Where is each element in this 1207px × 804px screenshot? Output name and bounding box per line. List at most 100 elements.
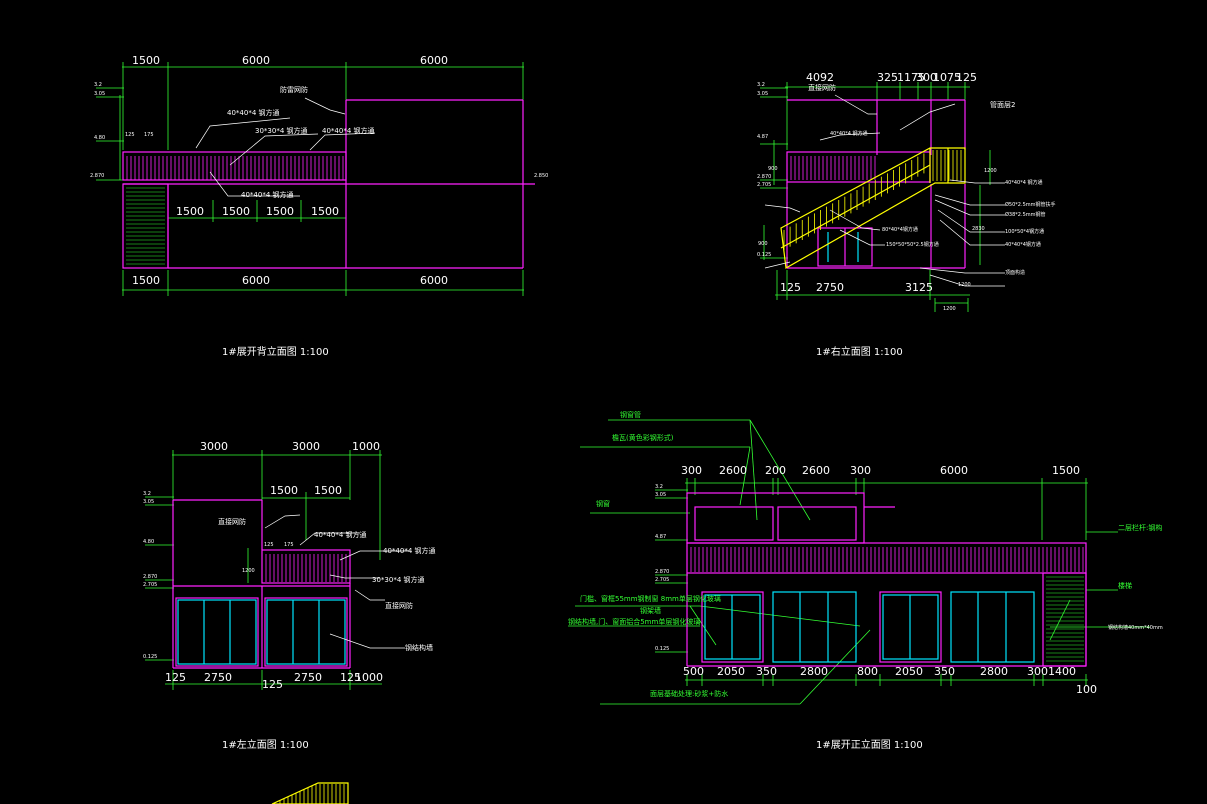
back-label-3: 30*30*4 钢方通 (255, 126, 308, 135)
back-label-1: 防雷网防 (280, 85, 308, 94)
right-label-9: 40*40*4钢方通 (1005, 241, 1041, 248)
back-level-2: 3.05 (94, 91, 105, 97)
fragment-stair-balusters (279, 783, 345, 804)
front-dim-bottom-8: 2800 (980, 665, 1008, 678)
front-dim-top-2: 2600 (719, 464, 747, 477)
left-small-1: 125 (264, 542, 274, 548)
left-dim-bottom-2: 2750 (204, 671, 232, 684)
right-dim-top-2: 325 (877, 71, 898, 84)
front-elevation-title: 1#展开正立面图 1:100 (816, 738, 923, 751)
front-dim-bottom-5: 800 (857, 665, 878, 678)
front-dim-bottom-1: 500 (683, 665, 704, 678)
back-dim-inner-2: 1500 (222, 205, 250, 218)
right-level-6: 0.125 (757, 252, 771, 258)
left-vdim: 1200 (242, 568, 255, 574)
front-label-4: 门槛、窗框55mm钢制窗 8mm单层钢化玻璃 (580, 594, 721, 603)
right-dim-bottom-1: 125 (780, 281, 801, 294)
left-dim-top-1: 3000 (200, 440, 228, 453)
right-level-1: 3.2 (757, 82, 765, 88)
front-dim-bottom-10: 1400 (1048, 665, 1076, 678)
right-vdim-2: 900 (758, 241, 768, 247)
back-small-2: 175 (144, 132, 154, 138)
back-elevation-title: 1#展开背立面图 1:100 (222, 345, 329, 358)
back-dim-inner-3: 1500 (266, 205, 294, 218)
back-label-2: 40*40*4 钢方通 (227, 108, 280, 117)
left-level-5: 2.705 (143, 582, 157, 588)
back-level-5: 2.850 (534, 173, 548, 179)
front-label-3: 钢窗 (596, 499, 610, 508)
left-dim-bottom-5: 125 (340, 671, 361, 684)
left-dim-bottom-1: 125 (165, 671, 186, 684)
back-label-5: 40*40*4 钢方通 (241, 190, 294, 199)
front-dim-bottom-9: 300 (1027, 665, 1048, 678)
left-small-2: 175 (284, 542, 294, 548)
left-dim-top-3: 1000 (352, 440, 380, 453)
front-dim-top-6: 6000 (940, 464, 968, 477)
right-elevation: 4092 325 1175 300 1075 125 125 2750 3125… (757, 71, 1056, 358)
right-level-5: 2.705 (757, 182, 771, 188)
back-level-3: 4.80 (94, 135, 105, 141)
right-dim-bottom-2: 2750 (816, 281, 844, 294)
left-leader-lines (264, 514, 410, 649)
back-elevation: 1500 6000 6000 1500 6000 6000 1500 1500 … (90, 54, 548, 358)
front-level-1: 3.2 (655, 484, 663, 490)
left-label-5: 直接网防 (385, 601, 413, 610)
front-label-10: 面层基础处理:砂浆+防水 (650, 689, 728, 698)
right-dim-top-3: 1175 (897, 71, 925, 84)
left-level-3: 4.80 (143, 539, 154, 545)
left-elevation-title: 1#左立面图 1:100 (222, 738, 309, 751)
front-label-2: 檐瓦(黄色彩钢形式) (612, 433, 674, 442)
right-dim-bottom-3: 3125 (905, 281, 933, 294)
back-dim-top-3: 6000 (420, 54, 448, 67)
next-drawing-staircase-fragment (271, 782, 349, 804)
right-small-1: 1200 (984, 168, 997, 174)
left-window-glass (177, 599, 346, 665)
right-dimension-lines (760, 82, 991, 312)
front-dim-top-3: 200 (765, 464, 786, 477)
right-label-10: 150*50*50*2.5钢方通 (886, 241, 939, 248)
front-window-glass (704, 591, 1035, 663)
front-stair-treads (1046, 576, 1084, 662)
right-label-4: 40*40*4 钢方通 (1005, 179, 1043, 186)
back-building-outline (122, 99, 535, 269)
front-label-5: 钢架墙 (640, 606, 661, 615)
left-railing-balusters (265, 554, 347, 582)
left-dim-bottom-3: 125 (262, 678, 283, 691)
back-dimension-lines (96, 62, 524, 296)
left-label-1: 直接网防 (218, 517, 246, 526)
front-level-6: 0.125 (655, 646, 669, 652)
right-dim-top-1: 4092 (806, 71, 834, 84)
front-leader-diagonals (689, 419, 1071, 705)
right-stair-balusters (783, 150, 962, 250)
front-dim-bottom-3: 350 (756, 665, 777, 678)
front-elevation: 300 2600 200 2600 300 6000 1500 500 2050… (568, 410, 1163, 751)
front-level-5: 2.705 (655, 577, 669, 583)
right-dim-bottom-small: 1200 (943, 306, 956, 312)
front-dim-bottom-6: 2050 (895, 665, 923, 678)
right-label-7: 80*40*4钢方通 (882, 226, 918, 233)
back-dim-inner-1: 1500 (176, 205, 204, 218)
right-dim-top-4: 300 (916, 71, 937, 84)
right-staircase (780, 147, 966, 269)
front-dimension-lines (568, 419, 1150, 705)
left-label-4: 30*30*4 钢方通 (372, 575, 425, 584)
front-dim-bottom-4: 2800 (800, 665, 828, 678)
right-level-4: 2.870 (757, 174, 771, 180)
right-dim-top-5: 1075 (933, 71, 961, 84)
front-label-8: 楼梯 (1118, 581, 1132, 590)
left-elevation: 3000 3000 1000 1500 1500 125 2750 125 27… (143, 440, 436, 751)
back-dim-top-1: 1500 (132, 54, 160, 67)
back-leader-lines (195, 97, 376, 197)
back-railing-balusters (126, 156, 344, 180)
back-stair-treads (126, 187, 165, 265)
right-window-glass (827, 232, 859, 262)
front-level-2: 3.05 (655, 492, 666, 498)
right-label-1: 直接网防 (808, 83, 836, 92)
right-elevation-title: 1#右立面图 1:100 (816, 345, 903, 358)
front-label-1: 钢窗管 (620, 410, 641, 419)
front-level-3: 4.87 (655, 534, 666, 540)
front-dim-top-7: 1500 (1052, 464, 1080, 477)
back-level-4: 2.870 (90, 173, 104, 179)
front-dim-top-5: 300 (850, 464, 871, 477)
